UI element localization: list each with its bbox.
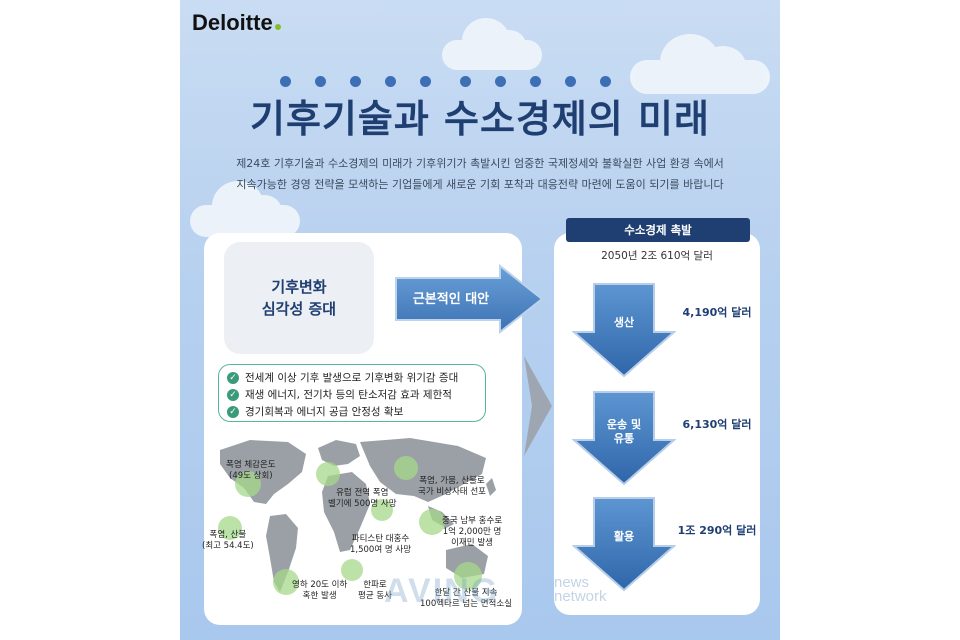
cloud-decoration [190,181,300,237]
list-item: ✓ 전세계 이상 기후 발생으로 기후변화 위기감 증대 [227,369,477,386]
cloud-decoration [630,34,770,94]
chevron-right-icon [524,356,552,456]
stage-value-production: 4,190억 달러 [682,306,752,319]
check-circle-icon: ✓ [227,371,239,384]
deloitte-logo: Deloitte [192,10,281,36]
check-circle-icon: ✓ [227,388,239,401]
infographic-canvas: Deloitte 기후기술과 수소경제의 미래 제24호 기후기술과 수소경제의… [180,0,780,640]
stage-label-utilization: 활용 [613,530,635,543]
map-label-wildfire: 폭염, 산불(최고 54.4도) [202,530,254,551]
check-circle-icon: ✓ [227,405,239,418]
map-label-india-heat: 폭염 체감온도(49도 상회) [226,460,276,481]
cloud-decoration [442,18,542,70]
stage-value-transport: 6,130억 달러 [682,418,752,431]
climate-checklist: ✓ 전세계 이상 기후 발생으로 기후변화 위기감 증대 ✓ 재생 에너지, 전… [218,364,486,422]
arrow-right-icon [395,264,544,334]
world-map-icon [218,438,496,595]
title-dots-right [460,76,611,87]
watermark-text: AVING [384,572,500,610]
arrow-down-icon [572,283,676,378]
page-title: 기후기술과 수소경제의 미래 [250,97,710,141]
list-item: ✓ 경기회복과 에너지 공급 안정성 확보 [227,403,477,420]
hydrogen-header: 수소경제 촉발 [566,218,750,242]
list-item: ✓ 재생 에너지, 전기차 등의 탄소저감 효과 제한적 [227,386,477,403]
climate-issue-box: 기후변화 심각성 증대 [224,242,374,354]
stage-label-production: 생산 [613,316,635,329]
hydrogen-total-value: 2050년 2조 610억 달러 [601,250,713,262]
title-dots-left [280,76,431,87]
arrow-down-icon [572,391,676,486]
solution-arrow-label: 근본적인 대안 [412,292,490,307]
logo-green-dot [274,24,281,30]
page-description: 제24호 기후기술과 수소경제의 미래가 기후위기가 촉발시킨 엄중한 국제정세… [236,157,724,191]
stage-value-utilization: 1조 290억 달러 [677,524,757,537]
arrow-down-icon [572,497,676,592]
